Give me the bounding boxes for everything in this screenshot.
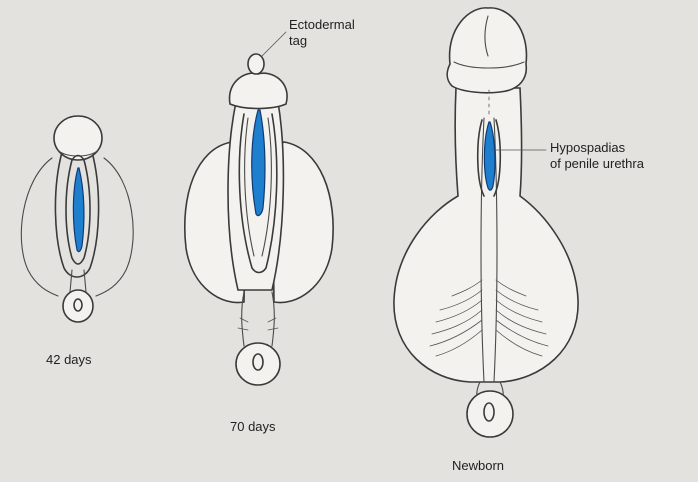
- glans: [230, 73, 288, 108]
- urethral-groove: [73, 168, 84, 252]
- label-42-days: 42 days: [46, 352, 92, 367]
- label-ectodermal-line2: tag: [289, 33, 307, 48]
- labioscrotal-fold-left: [21, 158, 58, 296]
- label-hypospadias-line1: Hypospadias: [550, 140, 626, 155]
- label-hypospadias-line2: of penile urethra: [550, 156, 645, 171]
- ectodermal-leader: [262, 32, 286, 56]
- label-ectodermal-line1: Ectodermal: [289, 17, 355, 32]
- anus-ring: [467, 391, 513, 437]
- labioscrotal-fold-right: [96, 158, 133, 296]
- figure-70-days: [185, 54, 333, 385]
- label-newborn: Newborn: [452, 458, 504, 473]
- anus-ring: [236, 343, 280, 385]
- anus-ring: [63, 290, 93, 322]
- ectodermal-tag: [248, 54, 264, 74]
- figure-42-days: [21, 116, 133, 322]
- label-70-days: 70 days: [230, 419, 276, 434]
- figure-newborn: [394, 8, 578, 437]
